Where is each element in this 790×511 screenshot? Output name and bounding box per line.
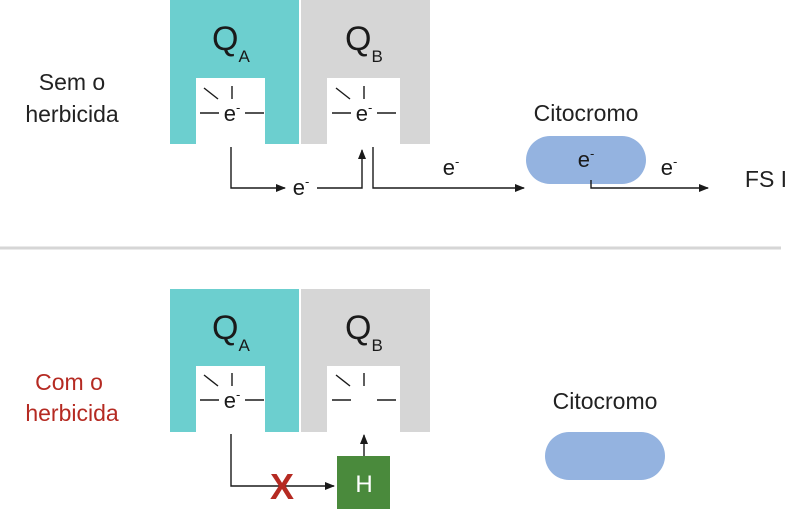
qa-letter: Q [212,309,238,347]
arrow-qb-to-cytochrome: e- [372,147,525,192]
panel-without-herbicide: Sem o herbicida QA e- QB [25,0,787,200]
transfer-electron-2: e- [443,154,460,180]
cytochrome: Citocromo [545,388,665,480]
transfer-electron-3: e- [661,154,678,180]
herbicide-label: H [355,471,372,498]
cytochrome: Citocromo e- [526,100,646,184]
condition-label-line1: Sem o [39,69,105,95]
condition-label-line2: herbicida [25,101,119,127]
cytochrome-electron: e- [578,146,595,172]
qb-block: QB e- [301,0,430,144]
panel-with-herbicide: Com o herbicida QA e- QB [25,289,665,509]
svg-text:QB: QB [345,20,383,66]
qb-block: QB [301,289,430,432]
qa-electron: e- [224,100,241,126]
blocked-x-mark: X [270,466,294,507]
qb-letter: Q [345,309,371,347]
arrow-cytochrome-to-fsi: e- [590,154,709,192]
condition-label-line1: Com o [35,369,103,395]
condition-label-line2: herbicida [25,400,119,426]
qb-letter: Q [345,20,371,58]
svg-text:QA: QA [212,20,250,66]
qa-binding-site: e- [200,86,264,126]
qb-electron: e- [356,100,373,126]
qa-binding-site: e- [200,373,264,413]
qb-binding-site: e- [332,86,396,126]
cytochrome-label: Citocromo [553,388,658,414]
svg-text:QA: QA [212,309,250,355]
qa-subscript: A [238,47,250,66]
arrow-qa-to-qb: e- [230,147,366,200]
fs-i-label: FS I [745,166,787,192]
transfer-electron-1: e- [293,174,310,200]
qa-electron: e- [224,387,241,413]
herbicide-shape [337,456,390,509]
qb-empty-binding-site [332,373,396,401]
herbicide-block: H [337,434,390,509]
qa-letter: Q [212,20,238,58]
qa-block: QA e- [170,0,299,144]
cytochrome-label: Citocromo [534,100,639,126]
qa-block: QA e- [170,289,299,432]
qa-subscript: A [238,336,250,355]
qb-subscript: B [371,47,382,66]
arrow-qa-to-herbicide: X [230,434,335,507]
qb-subscript: B [371,336,382,355]
cytochrome-shape [526,136,646,184]
svg-text:QB: QB [345,309,383,355]
cytochrome-shape [545,432,665,480]
